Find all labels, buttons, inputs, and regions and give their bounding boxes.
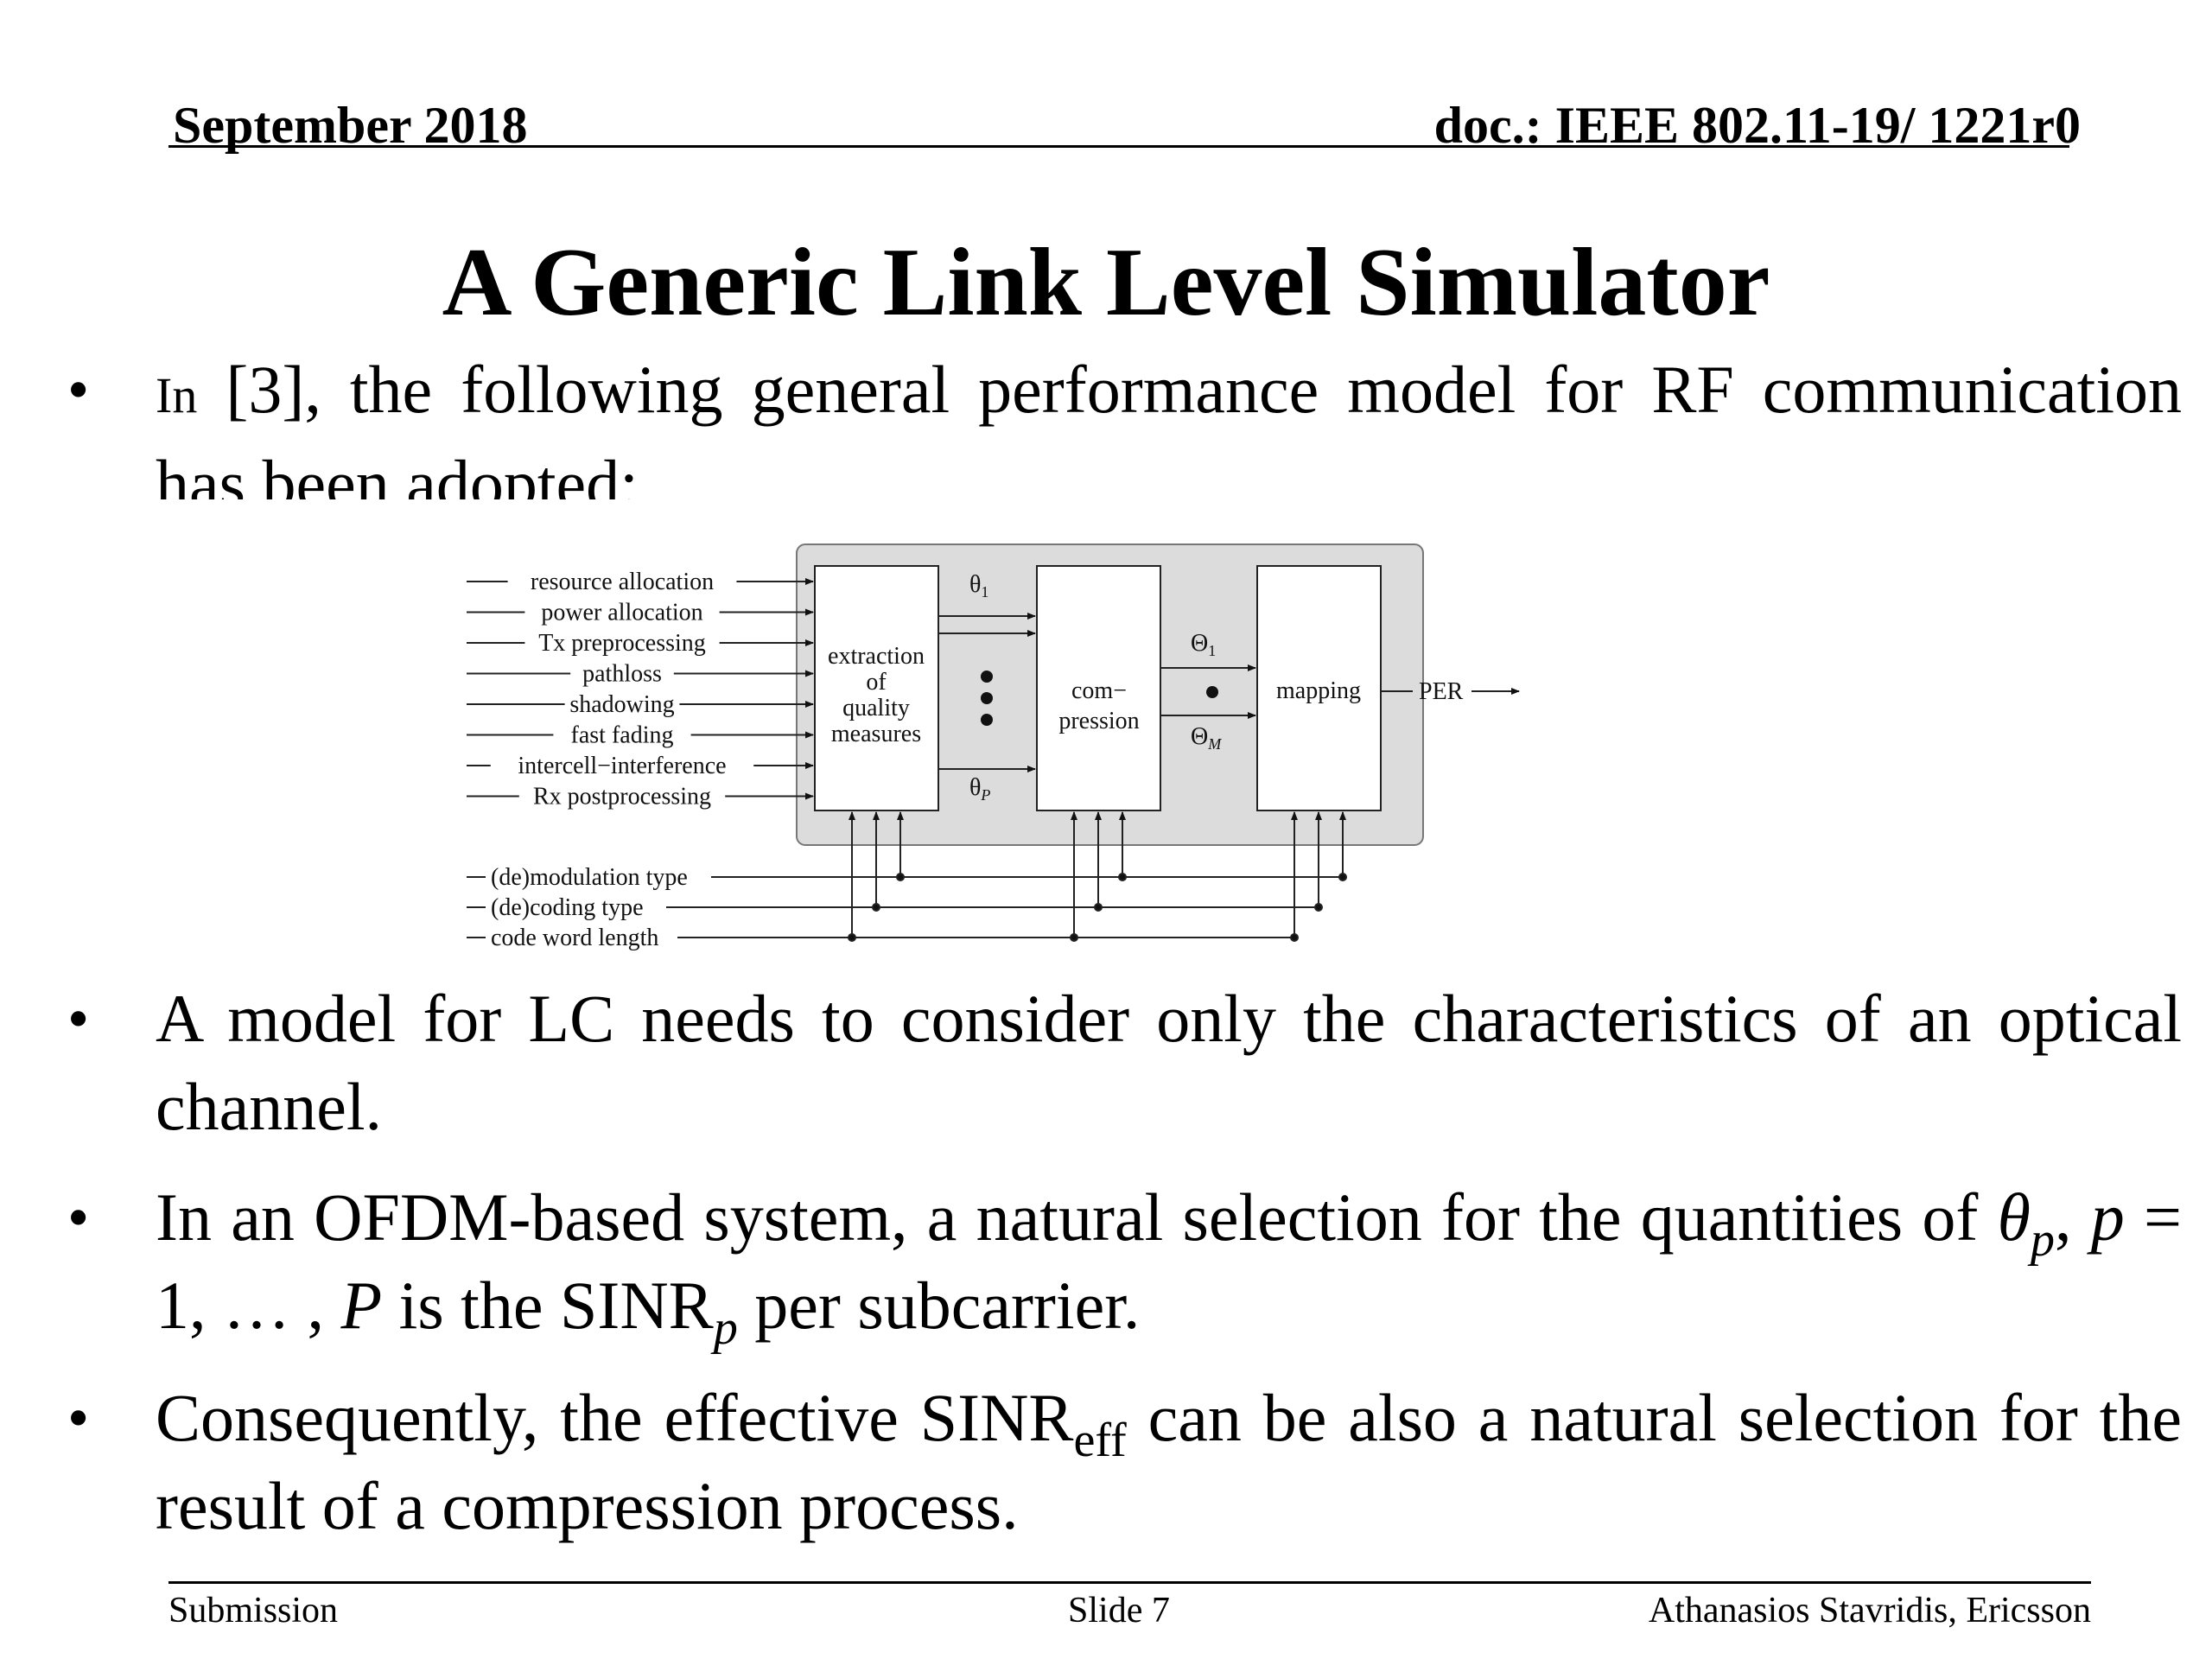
input-label: Rx postprocessing xyxy=(533,784,711,810)
junction-dot xyxy=(1070,933,1078,942)
control-label: (de)coding type xyxy=(491,894,644,921)
footer-rule xyxy=(168,1581,2091,1584)
bullet-dot: • xyxy=(67,355,90,424)
slide-title: A Generic Link Level Simulator xyxy=(442,229,1770,336)
compression-block xyxy=(1036,565,1161,811)
input-label: power allocation xyxy=(541,600,702,626)
junction-dot xyxy=(1118,873,1127,881)
extraction-label-3: quality xyxy=(842,695,910,721)
compression-label-2: pression xyxy=(1058,708,1139,734)
theta-1-label: θ1 xyxy=(969,571,988,601)
junction-dot xyxy=(1290,933,1299,942)
junction-dot xyxy=(1314,903,1323,912)
theta-P-label: θP xyxy=(969,774,990,804)
footer-author: Athanasios Stavridis, Ericsson xyxy=(1648,1591,2091,1630)
ellipsis-dot xyxy=(981,671,993,683)
mapping-block xyxy=(1256,565,1382,811)
extraction-label-4: measures xyxy=(831,721,921,747)
compression-label-1: com− xyxy=(1071,677,1127,704)
bullet-4-text: Consequently, the effective SINReff can … xyxy=(156,1380,2183,1543)
control-label-bg xyxy=(486,864,711,890)
performance-model-diagram: resource allocation power allocation Tx pr… xyxy=(449,531,1538,963)
input-label: pathloss xyxy=(582,661,662,688)
output-label: PER xyxy=(1419,678,1464,705)
control-label: code word length xyxy=(491,925,658,951)
ellipsis-dot xyxy=(981,692,993,704)
input-label-bg xyxy=(553,721,691,748)
input-label-bg xyxy=(570,660,674,687)
input-label-bg xyxy=(507,569,737,594)
input-label: intercell−interference xyxy=(518,753,726,779)
input-label: shadowing xyxy=(569,691,674,718)
input-label-bg xyxy=(490,753,754,779)
header-doc-id: doc.: IEEE 802.11-19/ 1221r0 xyxy=(1433,97,2081,154)
junction-dot xyxy=(872,903,880,912)
junction-dot xyxy=(896,873,905,881)
footer-slide-number: Slide 7 xyxy=(1068,1591,1170,1630)
header-rule xyxy=(168,145,2069,148)
input-label-bg xyxy=(524,630,720,656)
input-label-bg xyxy=(524,599,720,626)
footer-submission: Submission xyxy=(168,1591,339,1630)
control-label-bg xyxy=(486,894,666,920)
bullet-3-text: In an OFDM-based system, a natural selec… xyxy=(156,1179,2183,1355)
bullet-dot: • xyxy=(67,1383,90,1452)
bullet-dot: • xyxy=(67,1183,90,1252)
ellipsis-dot xyxy=(981,714,993,726)
Theta-1-label: Θ1 xyxy=(1191,630,1216,659)
junction-dot xyxy=(1094,903,1103,912)
input-label: Tx preprocessing xyxy=(538,630,706,657)
input-label: fast fading xyxy=(571,722,674,749)
extraction-label-1: extraction xyxy=(828,643,925,670)
junction-dot xyxy=(1338,873,1347,881)
input-label-bg xyxy=(518,783,726,810)
Theta-M-label: ΘM xyxy=(1191,723,1222,753)
input-label-bg xyxy=(564,691,680,717)
junction-dot xyxy=(848,933,856,942)
mapping-label: mapping xyxy=(1276,677,1361,704)
bullet-2-text: A model for LC needs to consider only th… xyxy=(156,981,2182,1144)
control-label-bg xyxy=(486,925,677,950)
bullet-1-text: In [3], the following general performanc… xyxy=(156,352,2182,499)
ellipsis-dot xyxy=(1206,686,1218,698)
extraction-label-2: of xyxy=(866,669,887,696)
header-date: September 2018 xyxy=(173,97,528,154)
control-label: (de)modulation type xyxy=(491,864,688,891)
bullet-dot: • xyxy=(67,984,90,1053)
extraction-block xyxy=(814,565,939,811)
input-label: resource allocation xyxy=(531,569,714,595)
